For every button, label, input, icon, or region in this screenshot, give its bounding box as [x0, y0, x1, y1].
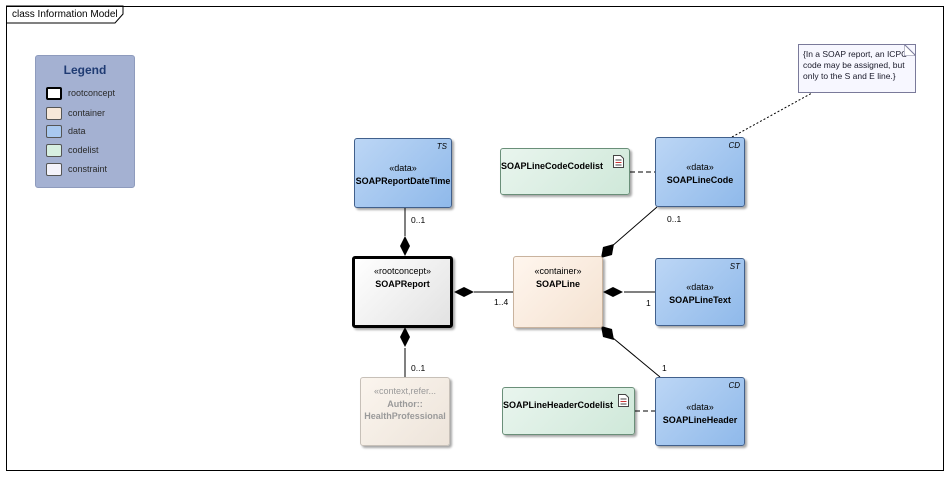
class-soap-line-header-codelist[interactable]: SOAPLineHeaderCodelist — [502, 387, 635, 435]
multiplicity-code: 0..1 — [667, 214, 682, 224]
document-icon — [618, 394, 629, 407]
note-corner-fold — [904, 44, 916, 56]
legend-swatch — [46, 107, 62, 120]
class-soap-report[interactable]: «rootconcept» SOAPReport — [352, 256, 453, 328]
class-soap-line[interactable]: «container» SOAPLine — [513, 256, 603, 328]
class-name: HealthProfessional — [364, 411, 446, 421]
legend-swatch — [46, 144, 62, 157]
composition-diamond-author — [400, 327, 410, 347]
constraint-note[interactable]: {In a SOAP report, an ICPC code may be a… — [798, 44, 916, 93]
class-name-namespace: Author:: — [387, 399, 423, 409]
multiplicity-text: 1 — [646, 298, 651, 308]
legend-title: Legend — [63, 63, 107, 77]
class-name: SOAPReportDateTime — [355, 176, 451, 186]
type-tag: ST — [729, 262, 740, 271]
legend-label: constraint — [68, 164, 108, 174]
composition-diamond-soapline — [454, 287, 474, 297]
legend-swatch — [46, 87, 62, 100]
stereotype: «data» — [686, 402, 714, 412]
stereotype: «context,refer... — [373, 386, 437, 396]
stereotype: «data» — [389, 163, 417, 173]
composition-diamond-code — [601, 244, 614, 258]
class-soap-line-text[interactable]: ST «data» SOAPLineText — [655, 258, 745, 326]
multiplicity-author: 0..1 — [411, 363, 426, 373]
legend-label: rootconcept — [68, 88, 116, 98]
legend: Legend rootconcept container data codeli… — [35, 55, 135, 188]
legend-swatch — [46, 163, 62, 176]
stereotype: «data» — [686, 282, 714, 292]
class-name: SOAPLine — [535, 279, 580, 289]
class-soap-line-code-codelist[interactable]: SOAPLineCodeCodelist — [500, 148, 630, 195]
diagram-frame — [6, 6, 944, 471]
composition-diamond-datetime — [400, 236, 410, 256]
document-icon — [613, 155, 624, 168]
class-soap-line-code[interactable]: CD «data» SOAPLineCode — [655, 137, 745, 207]
stereotype: «rootconcept» — [373, 266, 432, 276]
class-soap-report-datetime[interactable]: TS «data» SOAPReportDateTime — [354, 138, 452, 208]
class-name: SOAPLineCode — [666, 175, 734, 185]
class-author-healthprofessional[interactable]: «context,refer... Author:: HealthProfess… — [360, 377, 450, 446]
multiplicity-datetime: 0..1 — [411, 215, 426, 225]
class-name: SOAPLineText — [669, 295, 731, 305]
class-name: SOAPLineHeaderCodelist — [503, 400, 614, 410]
multiplicity-header: 1 — [662, 363, 667, 373]
composition-diamond-text — [603, 287, 623, 297]
class-name: SOAPLineCodeCodelist — [501, 161, 604, 171]
composition-diamond-header — [601, 326, 614, 340]
legend-label: data — [68, 126, 86, 136]
multiplicity-soapline: 1..4 — [494, 297, 509, 307]
legend-swatch — [46, 125, 62, 138]
type-tag: CD — [728, 381, 740, 390]
diagram-title: class Information Model — [12, 9, 118, 20]
class-soap-line-header[interactable]: CD «data» SOAPLineHeader — [655, 377, 745, 446]
stereotype: «container» — [534, 266, 582, 276]
legend-label: container — [68, 108, 106, 118]
legend-label: codelist — [68, 145, 99, 155]
type-tag: CD — [728, 141, 740, 150]
stereotype: «data» — [686, 162, 714, 172]
class-name: SOAPReport — [375, 279, 430, 289]
type-tag: TS — [436, 142, 447, 151]
class-name: SOAPLineHeader — [662, 415, 738, 425]
